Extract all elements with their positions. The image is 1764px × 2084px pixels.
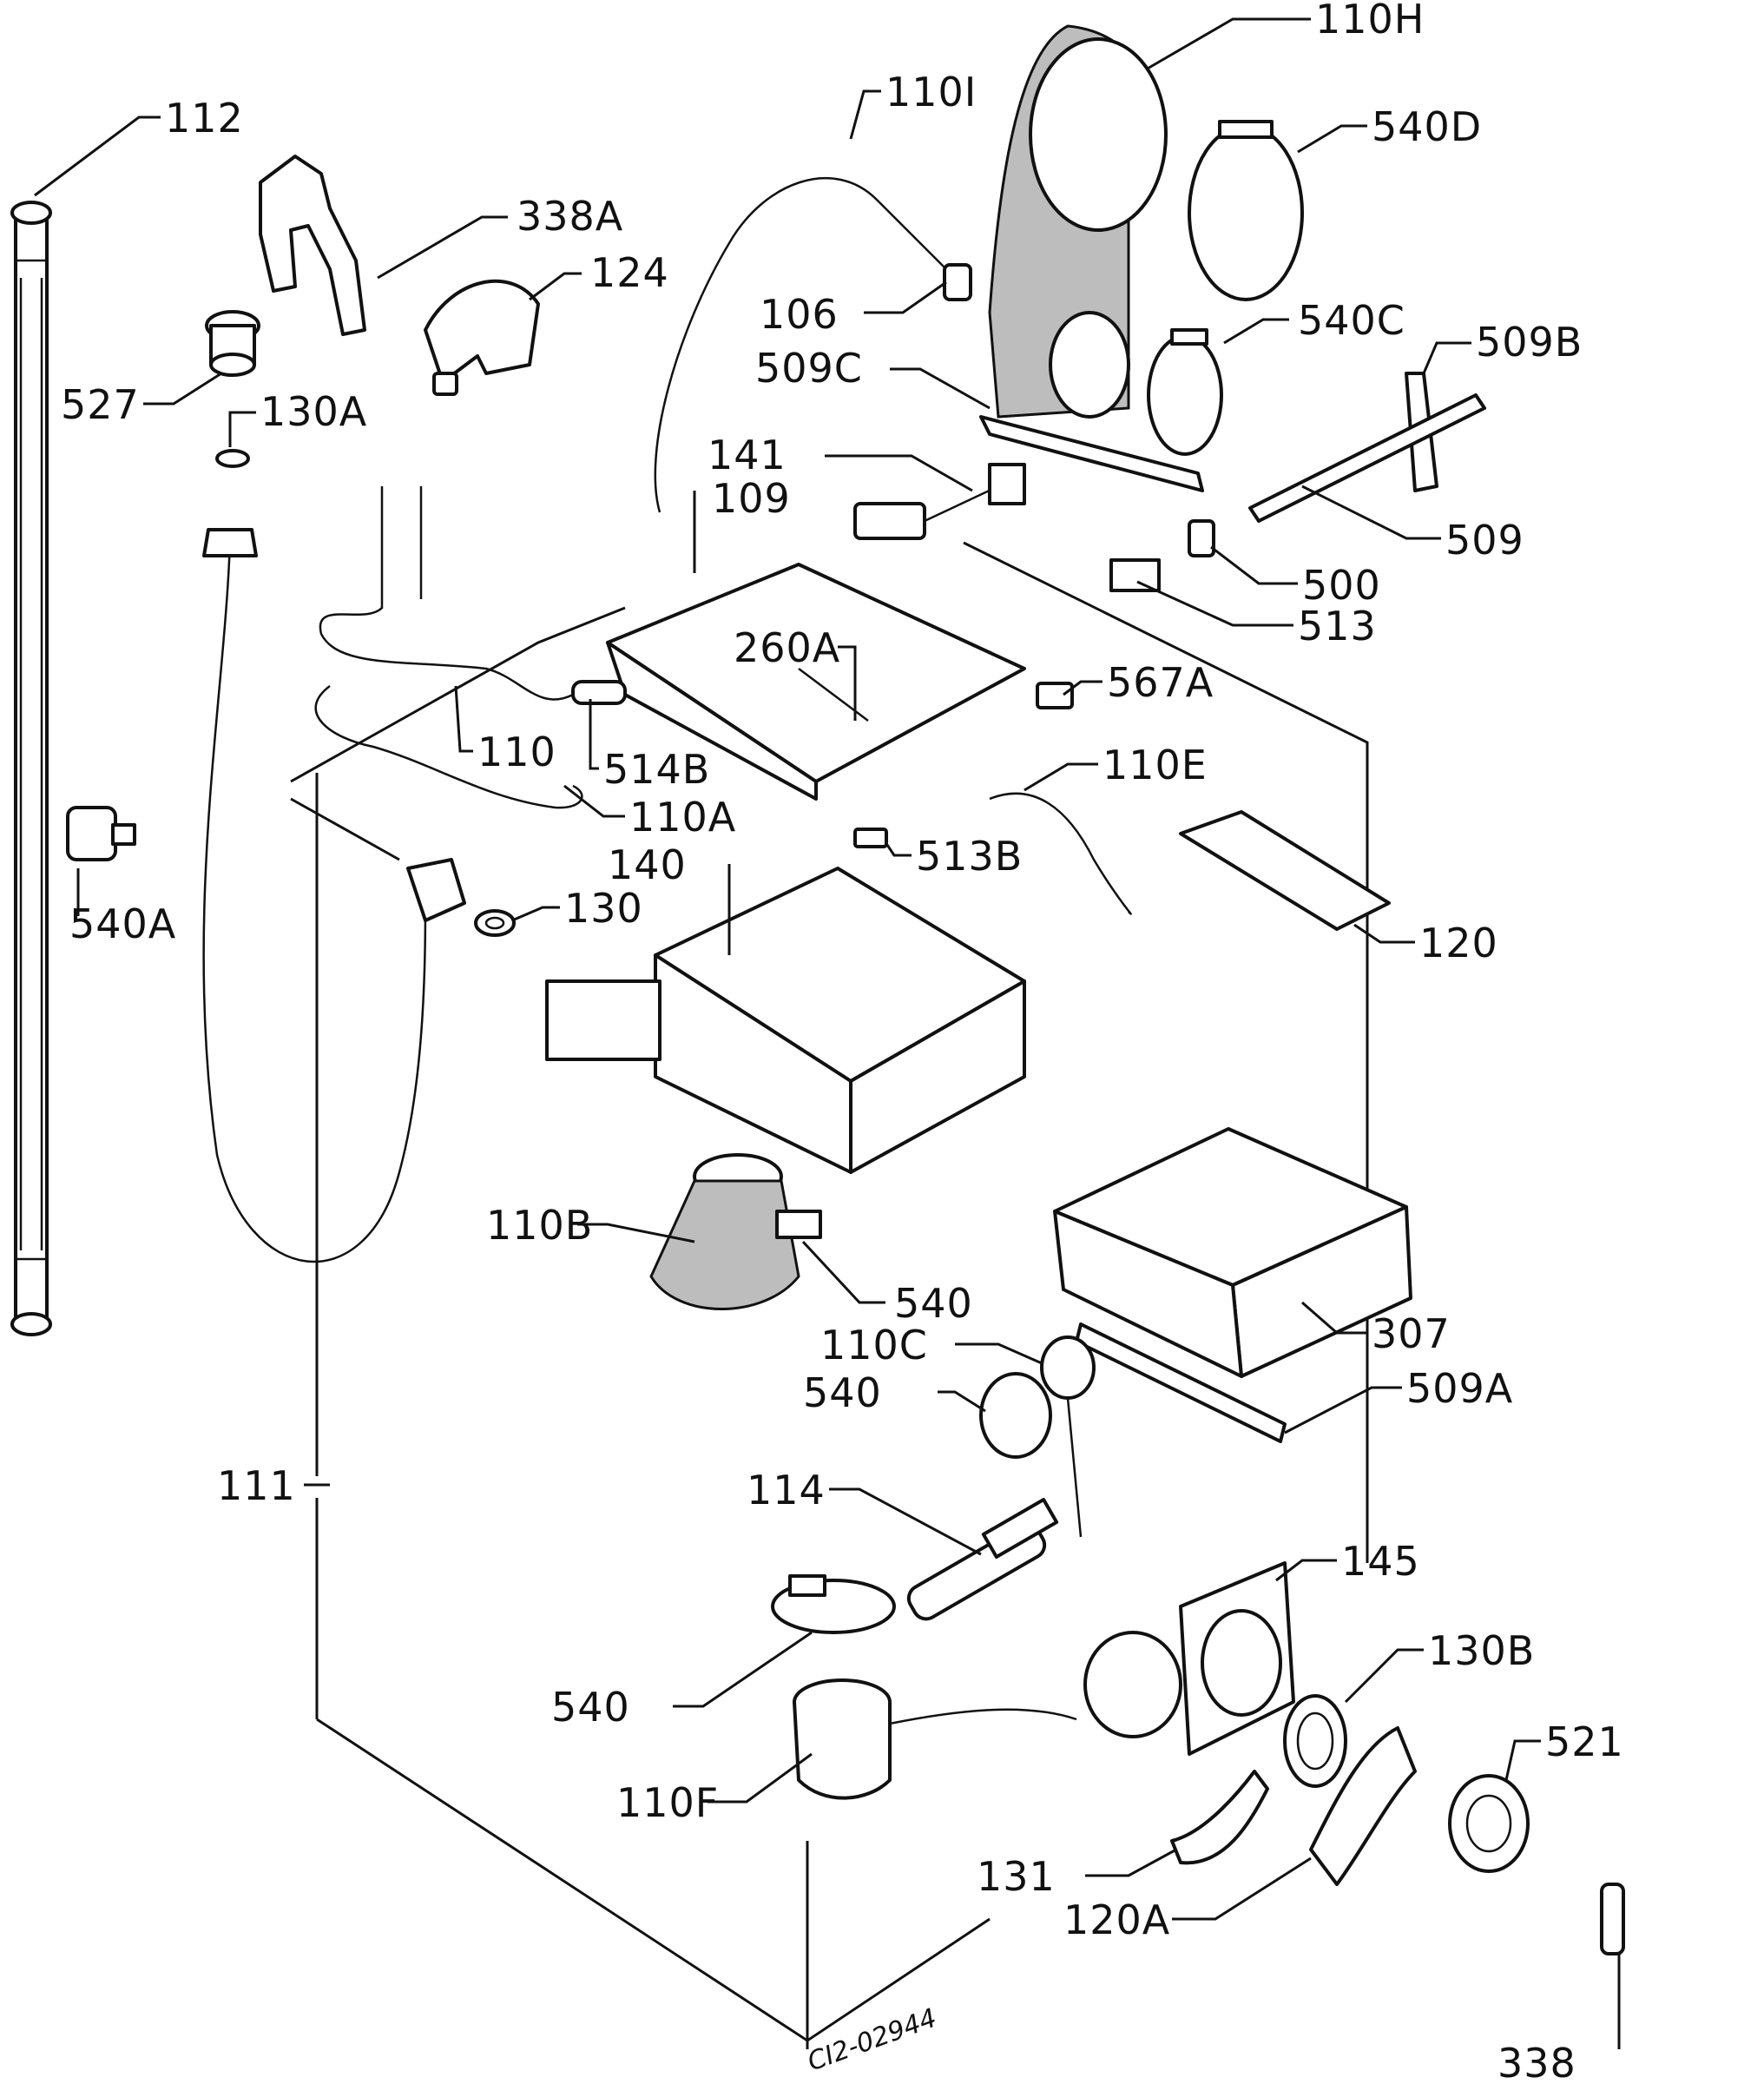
label-509B: 509B xyxy=(1476,319,1583,366)
hose-110I xyxy=(654,177,947,513)
label-130B: 130B xyxy=(1428,1627,1535,1674)
label-110: 110 xyxy=(477,729,556,775)
label-110C: 110C xyxy=(820,1322,928,1368)
part-labels: 110H 112 110I 540D 338A 124 106 540C 509… xyxy=(61,0,1624,2084)
washer-130A xyxy=(215,449,250,468)
housing-260A xyxy=(606,563,1026,801)
heater-114 xyxy=(906,1498,1059,1621)
hose-hook-338A xyxy=(259,155,366,336)
filter-120A xyxy=(1309,1726,1417,1886)
label-509: 509 xyxy=(1445,517,1524,564)
label-112: 112 xyxy=(165,95,244,142)
label-110E: 110E xyxy=(1102,742,1208,788)
label-513B: 513B xyxy=(916,833,1023,880)
label-338: 338 xyxy=(1497,2040,1576,2084)
hose-110 xyxy=(319,486,574,701)
label-110A: 110A xyxy=(629,794,736,841)
clamp-540-c xyxy=(771,1574,896,1634)
label-114: 114 xyxy=(747,1467,826,1514)
label-109: 109 xyxy=(712,475,791,522)
label-141: 141 xyxy=(708,432,787,478)
label-120: 120 xyxy=(1419,920,1498,966)
sump-bellows-110F xyxy=(793,1678,1077,1800)
label-120A: 120A xyxy=(1063,1896,1170,1943)
nut-527 xyxy=(205,310,260,377)
cover-plate-120 xyxy=(1179,810,1391,931)
label-131: 131 xyxy=(977,1853,1056,1900)
label-509C: 509C xyxy=(755,345,863,392)
label-514B: 514B xyxy=(603,746,710,793)
label-338A: 338A xyxy=(517,193,623,240)
clip-540A xyxy=(66,806,136,861)
label-540-a: 540 xyxy=(894,1280,973,1327)
seal-130B xyxy=(1283,1694,1347,1788)
label-307: 307 xyxy=(1372,1310,1451,1357)
label-500: 500 xyxy=(1302,562,1381,609)
rod-509A xyxy=(1075,1322,1287,1443)
inlet-hose-111 xyxy=(202,528,466,1263)
rod-509 xyxy=(1248,393,1486,523)
label-145: 145 xyxy=(1341,1538,1420,1585)
bracket-131 xyxy=(1170,1770,1269,1865)
valve-141 xyxy=(853,463,1026,540)
block-567A xyxy=(1036,682,1074,709)
label-540A: 540A xyxy=(69,900,176,947)
plate-338 xyxy=(1600,1883,1625,1955)
pump-housing-145 xyxy=(1083,1561,1295,1756)
switch-500 xyxy=(1188,519,1215,557)
label-509A: 509A xyxy=(1406,1365,1513,1412)
label-260A: 260A xyxy=(734,624,840,671)
label-140: 140 xyxy=(608,841,687,888)
clip-513B xyxy=(853,828,888,848)
spring-514B xyxy=(571,680,627,705)
duct-110H xyxy=(988,24,1168,419)
clamp-540-b xyxy=(979,1372,1052,1459)
cap-521 xyxy=(1448,1774,1530,1873)
bellows-hose-110E xyxy=(989,792,1132,915)
label-111: 111 xyxy=(217,1462,296,1509)
label-540C: 540C xyxy=(1298,297,1405,344)
connector-106 xyxy=(943,263,972,301)
label-540D: 540D xyxy=(1372,103,1482,150)
elbow-110B xyxy=(649,1153,822,1310)
label-130A: 130A xyxy=(260,388,367,435)
hose-110C xyxy=(1040,1335,1096,1538)
label-124: 124 xyxy=(590,249,669,296)
washer-130 xyxy=(474,909,516,937)
label-110H: 110H xyxy=(1315,0,1425,43)
label-521: 521 xyxy=(1545,1718,1624,1765)
leader-lines xyxy=(34,17,1621,2049)
cover-124 xyxy=(424,280,540,396)
hose-110A xyxy=(314,685,583,809)
label-106: 106 xyxy=(760,291,839,338)
corrugated-drain-hose-112 xyxy=(10,201,52,1336)
label-567A: 567A xyxy=(1107,659,1214,706)
drawing-code: CI2-02944 xyxy=(804,2003,941,2078)
lever-509C xyxy=(979,415,1204,492)
label-540-c: 540 xyxy=(551,1684,630,1731)
label-130: 130 xyxy=(564,885,643,932)
clamp-540C xyxy=(1147,328,1223,456)
dispenser-drawer-307 xyxy=(1053,1127,1412,1378)
label-110B: 110B xyxy=(486,1202,593,1249)
label-110I: 110I xyxy=(885,69,977,115)
label-540-b: 540 xyxy=(803,1369,882,1416)
drawer-housing-140 xyxy=(545,867,1026,1174)
label-513: 513 xyxy=(1298,603,1377,650)
clamp-540D xyxy=(1188,120,1304,301)
label-110F: 110F xyxy=(616,1779,719,1826)
label-527: 527 xyxy=(61,381,140,428)
switch-513 xyxy=(1109,558,1161,592)
